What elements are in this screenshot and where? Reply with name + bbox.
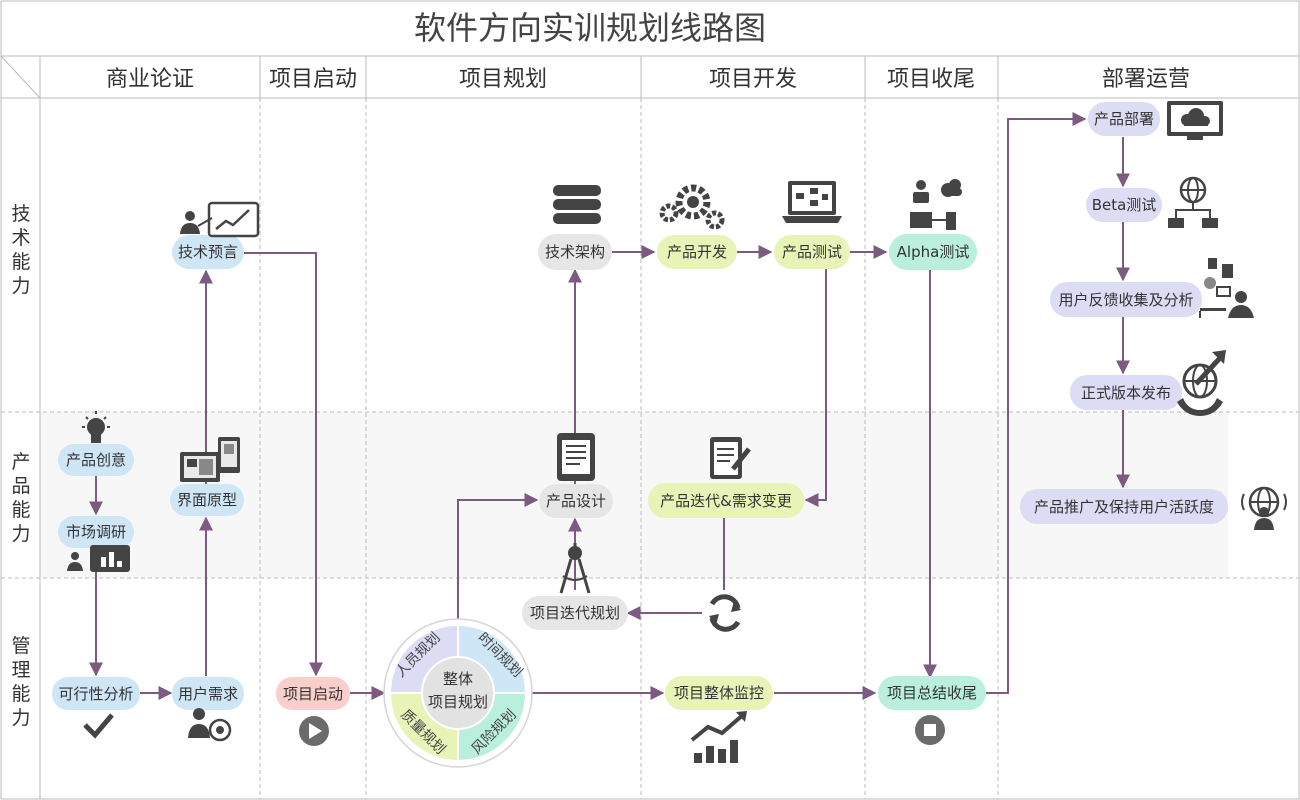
row-label-char: 理: [11, 659, 30, 681]
row-label-char: 能: [11, 499, 30, 521]
node-iteration-plan[interactable]: 项目迭代规划: [522, 596, 628, 630]
node-label: 产品迭代&需求变更: [660, 492, 792, 510]
column-header: 项目启动: [269, 67, 357, 92]
node-label: 用户需求: [178, 685, 238, 703]
team-cloud-icon: [910, 179, 962, 230]
node-ui-prototype[interactable]: 界面原型: [170, 484, 244, 516]
node-product-test[interactable]: 产品测试: [774, 235, 850, 269]
node-label: 用户反馈收集及分析: [1058, 291, 1193, 309]
growth-chart-icon: [690, 711, 747, 763]
node-iteration-change[interactable]: 产品迭代&需求变更: [648, 483, 804, 518]
node-label: 正式版本发布: [1081, 384, 1171, 402]
node-label: 项目整体监控: [674, 684, 764, 702]
wheel-center-line2: 项目规划: [428, 693, 488, 711]
connectors: [89, 112, 1130, 700]
node-label: Beta测试: [1092, 196, 1157, 214]
node-release[interactable]: 正式版本发布: [1070, 375, 1182, 410]
play-icon: [299, 716, 329, 746]
row-label-char: 技: [11, 203, 30, 225]
devices-icon: [180, 437, 240, 482]
node-market-research[interactable]: 市场调研: [58, 516, 134, 548]
node-beta-test[interactable]: Beta测试: [1086, 188, 1162, 222]
lightbulb-icon: [82, 411, 110, 443]
row-label-char: 品: [11, 475, 30, 497]
node-label: 产品测试: [782, 243, 842, 261]
check-icon: [83, 713, 114, 739]
tablet-doc-icon: [557, 433, 595, 481]
node-label: 产品部署: [1094, 110, 1154, 128]
node-label: 产品设计: [546, 492, 606, 510]
column-header: 项目收尾: [887, 67, 975, 92]
row-label-char: 力: [11, 707, 30, 729]
node-label: Alpha测试: [897, 243, 970, 261]
node-product-dev[interactable]: 产品开发: [657, 235, 737, 269]
node-alpha-test[interactable]: Alpha测试: [889, 234, 977, 270]
node-label: 项目启动: [283, 685, 343, 703]
node-monitor[interactable]: 项目整体监控: [665, 676, 773, 710]
column-header: 部署运营: [1102, 67, 1190, 92]
refresh-icon: [709, 594, 741, 632]
node-product-idea[interactable]: 产品创意: [58, 444, 134, 476]
node-feasibility[interactable]: 可行性分析: [52, 677, 140, 710]
row-label-char: 管: [11, 635, 30, 657]
column-headers: 商业论证 项目启动 项目规划 项目开发 项目收尾 部署运营: [106, 67, 1190, 92]
stop-icon: [915, 715, 945, 745]
analyst-icon: [1199, 258, 1254, 318]
globe-arrow-icon: [1177, 350, 1226, 416]
wheel-center-line1: 整体: [443, 670, 473, 688]
node-label: 项目总结收尾: [887, 684, 977, 702]
compass-icon: [559, 543, 591, 594]
node-product-design[interactable]: 产品设计: [539, 484, 613, 518]
row-label-char: 力: [11, 523, 30, 545]
cloud-monitor-icon: [1167, 101, 1223, 140]
row-label-char: 术: [11, 227, 30, 249]
notepad-icon: [710, 437, 751, 479]
bar-chart-icon: [67, 545, 130, 572]
node-label: 产品开发: [667, 243, 727, 261]
database-icon: [553, 185, 601, 224]
row-label-char: 力: [11, 275, 30, 297]
node-label: 市场调研: [66, 523, 126, 541]
node-user-needs[interactable]: 用户需求: [172, 677, 244, 710]
node-label: 产品推广及保持用户活跃度: [1034, 498, 1214, 516]
node-label: 项目迭代规划: [530, 604, 620, 622]
gears-icon: [659, 184, 725, 230]
node-promotion[interactable]: 产品推广及保持用户活跃度: [1020, 489, 1228, 524]
node-label: 可行性分析: [58, 685, 133, 703]
globe-network-icon: [1168, 176, 1218, 228]
user-target-icon: [188, 708, 232, 742]
node-tech-arch[interactable]: 技术架构: [538, 234, 612, 270]
node-project-start[interactable]: 项目启动: [276, 677, 350, 710]
page-title: 软件方向实训规划线路图: [414, 9, 766, 47]
column-header: 项目开发: [709, 67, 797, 92]
globe-person-icon: [1241, 486, 1287, 530]
node-label: 界面原型: [177, 491, 237, 509]
column-header: 商业论证: [106, 67, 194, 92]
node-product-deploy[interactable]: 产品部署: [1088, 102, 1160, 136]
row-label-char: 能: [11, 251, 30, 273]
planning-wheel[interactable]: 整体 项目规划 人员规划 时间规划 风险规划 质量规划: [383, 618, 533, 768]
row-labels: 技 术 能 力 产 品 能 力 管 理 能 力: [11, 203, 30, 729]
node-label: 技术预言: [178, 243, 238, 261]
node-feedback[interactable]: 用户反馈收集及分析: [1050, 282, 1202, 317]
laptop-flow-icon: [782, 181, 842, 223]
column-header: 项目规划: [459, 67, 547, 92]
node-label: 产品创意: [66, 451, 126, 469]
person-chart-icon: [180, 201, 260, 238]
row-label-char: 能: [11, 683, 30, 705]
node-tech-forecast[interactable]: 技术预言: [172, 235, 244, 269]
node-label: 技术架构: [545, 243, 605, 261]
wheel-segment-quality[interactable]: [388, 692, 459, 763]
row-label-char: 产: [11, 451, 30, 473]
node-closing[interactable]: 项目总结收尾: [878, 676, 986, 710]
